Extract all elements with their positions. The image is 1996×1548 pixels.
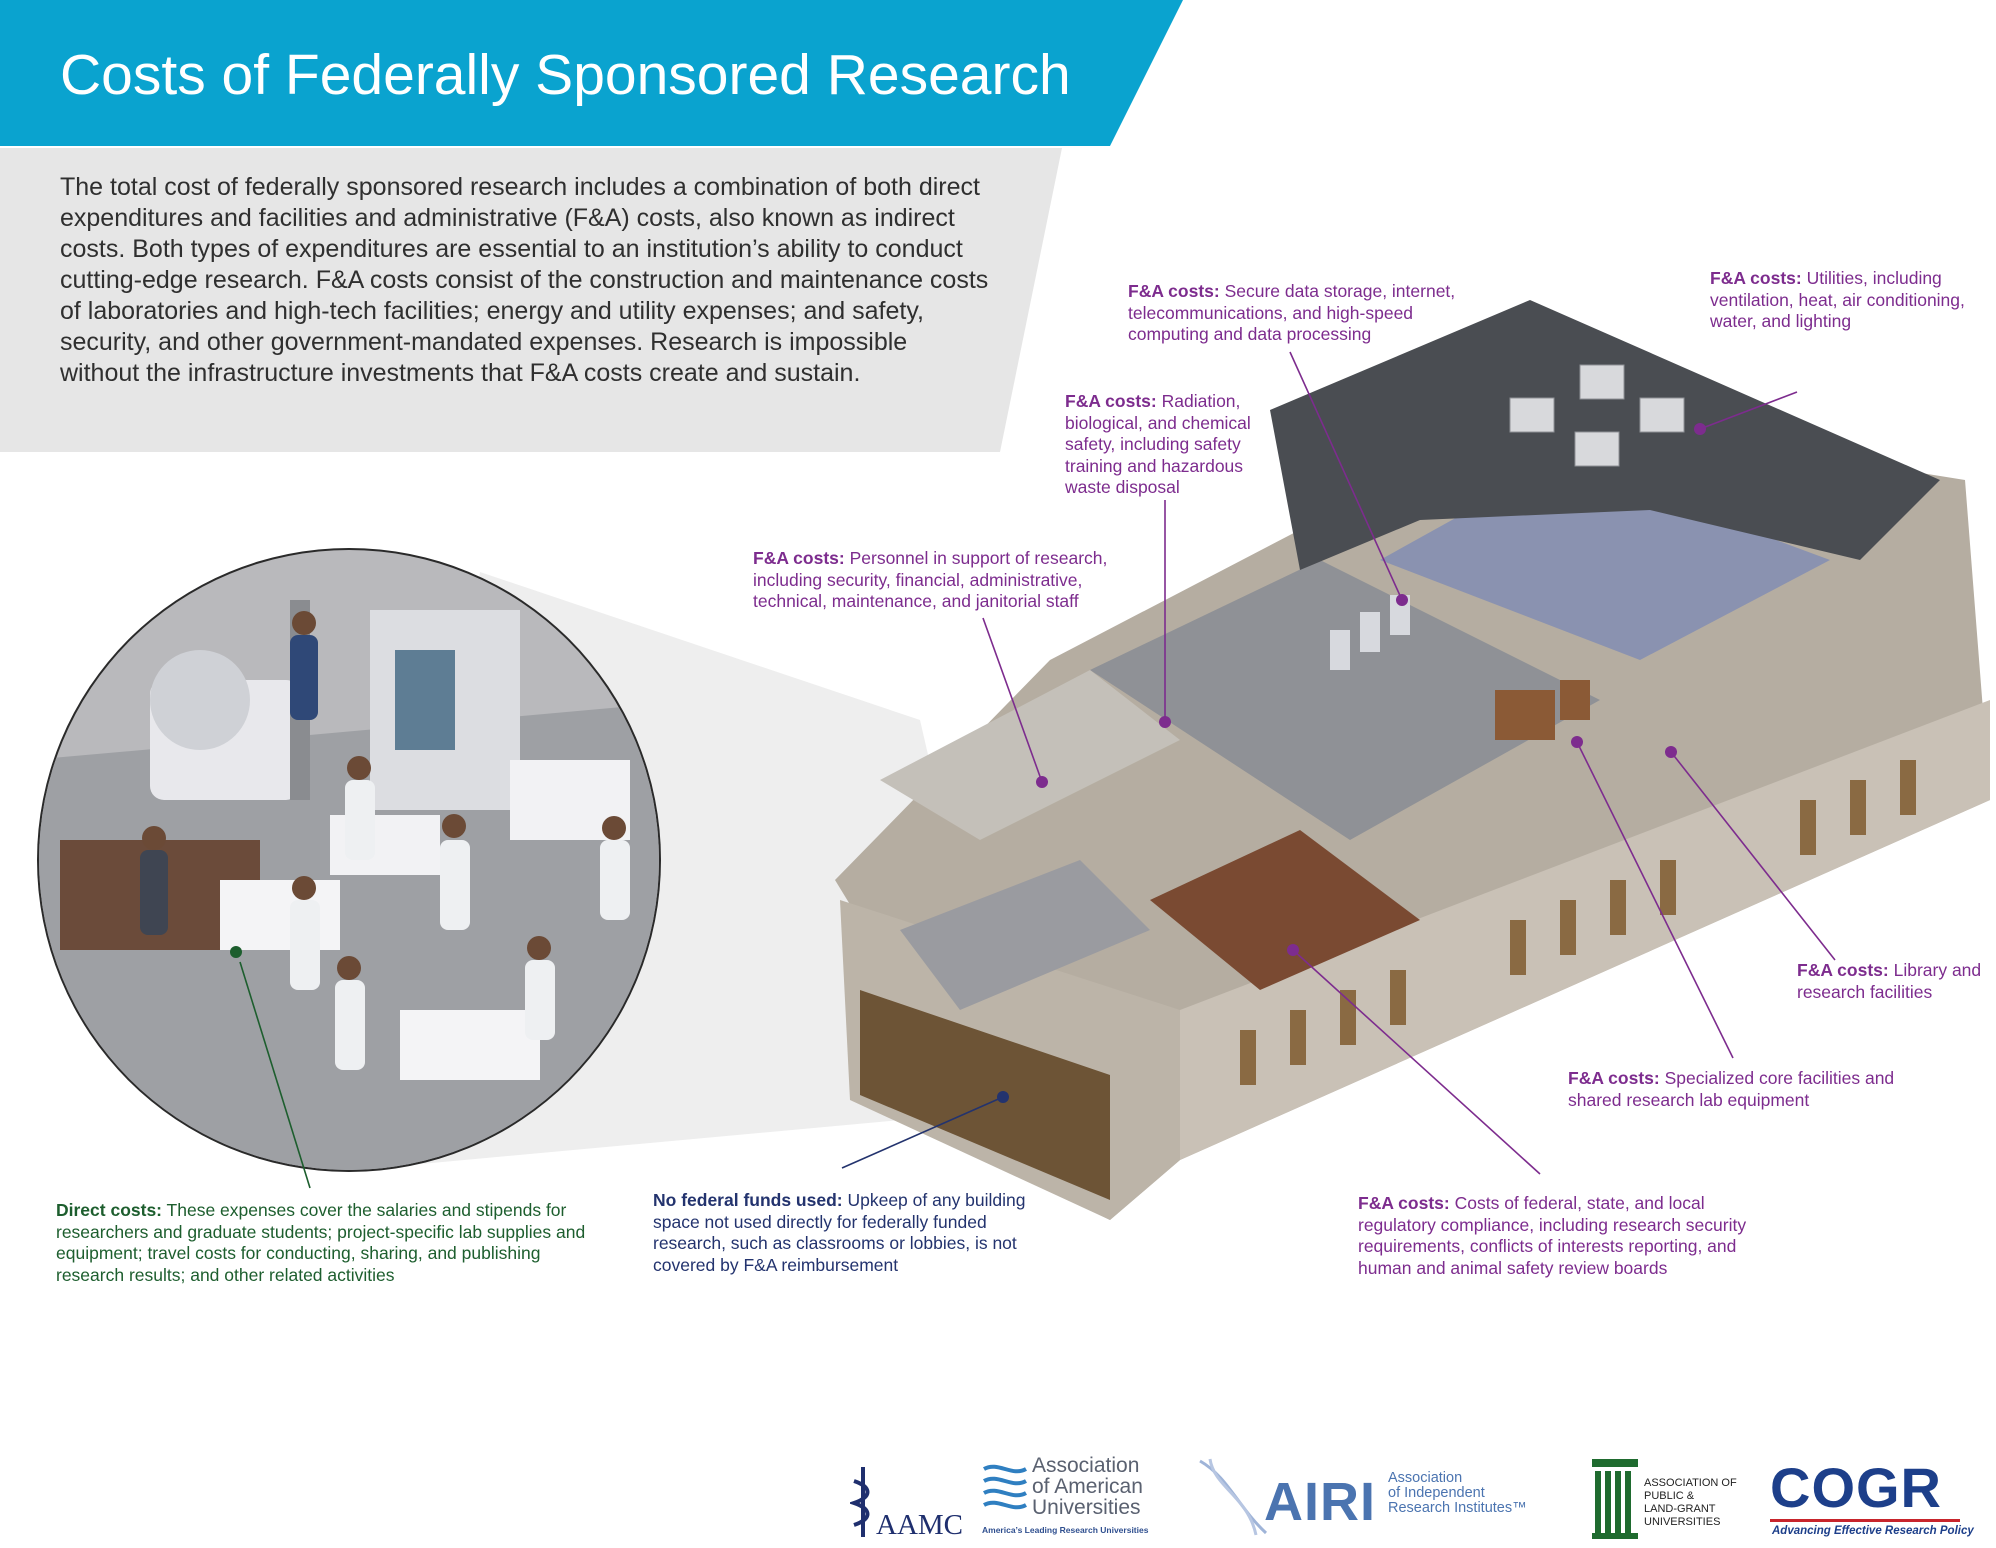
airi-name-line-3: Research Institutes™ <box>1388 1500 1527 1516</box>
aamc-logo: AAMC <box>850 1463 990 1543</box>
annotation-label: Direct costs: <box>56 1200 163 1220</box>
airi-logo: AIRI Association of Independent Research… <box>1198 1457 1548 1543</box>
partner-logos: AAMC Association of American Universitie… <box>830 1455 1980 1545</box>
cogr-tagline: Advancing Effective Research Policy <box>1772 1525 1974 1537</box>
magnifier-cone <box>410 572 1010 1165</box>
annotation-data-storage: F&A costs: Secure data storage, internet… <box>1128 281 1468 346</box>
aplu-logo: Association of Public & Land-grant Unive… <box>1592 1459 1742 1543</box>
annotation-core-facilities: F&A costs: Specialized core facilities a… <box>1568 1068 1913 1111</box>
aplu-name-line-3: Land-grant <box>1644 1503 1716 1515</box>
annotation-compliance: F&A costs: Costs of federal, state, and … <box>1358 1193 1768 1279</box>
dna-helix-icon <box>1199 1458 1268 1536</box>
leader-lines <box>239 351 1836 1189</box>
annotation-label: F&A costs: <box>1065 391 1157 411</box>
aau-name-line-3: Universities <box>1032 1496 1141 1519</box>
title-band-shape <box>0 0 1183 146</box>
annotation-text: Upkeep of any building space not used di… <box>653 1190 1026 1275</box>
annotation-label: F&A costs: <box>1710 268 1802 288</box>
aplu-name-line-4: Universities <box>1644 1516 1721 1528</box>
aau-name-line-1: Association <box>1032 1454 1140 1477</box>
airi-name-line-1: Association <box>1388 1470 1463 1486</box>
columns-icon <box>1592 1459 1638 1539</box>
annotation-text: Secure data storage, internet, telecommu… <box>1128 281 1456 344</box>
annotation-text: Costs of federal, state, and local regul… <box>1358 1193 1747 1278</box>
annotation-direct-costs: Direct costs: These expenses cover the s… <box>56 1200 601 1286</box>
cogr-logo: COGR Advancing Effective Research Policy <box>1770 1456 1974 1543</box>
airi-wordmark: AIRI <box>1264 1472 1376 1532</box>
title-banner <box>0 0 1183 452</box>
aau-logo: Association of American Universities Ame… <box>982 1455 1172 1545</box>
annotation-library: F&A costs: Library and research faciliti… <box>1797 960 1987 1003</box>
caduceus-icon <box>850 1467 870 1537</box>
aplu-name-line-1: Association of <box>1644 1477 1737 1489</box>
airi-name-line-2: of Independent <box>1388 1485 1485 1501</box>
annotation-label: F&A costs: <box>1797 960 1889 980</box>
zoom-circle-lab-scene <box>37 548 661 1172</box>
annotation-utilities: F&A costs: Utilities, including ventilat… <box>1710 268 1995 333</box>
aamc-wordmark: AAMC <box>876 1509 964 1541</box>
annotation-label: No federal funds used: <box>653 1190 843 1210</box>
annotation-no-federal-funds: No federal funds used: Upkeep of any bui… <box>653 1190 1028 1276</box>
annotation-text: Radiation, biological, and chemical safe… <box>1065 391 1251 497</box>
annotation-text: Personnel in support of research, includ… <box>753 548 1108 611</box>
cogr-wordmark: COGR <box>1770 1456 1942 1519</box>
annotation-text: Utilities, including ventilation, heat, … <box>1710 268 1965 331</box>
annotation-label: F&A costs: <box>1128 281 1220 301</box>
aau-name-line-2: of American <box>1032 1475 1143 1498</box>
annotation-text: These expenses cover the salaries and st… <box>56 1200 586 1285</box>
annotation-label: F&A costs: <box>753 548 845 568</box>
aau-tagline: America’s Leading Research Universities <box>982 1525 1149 1535</box>
leader-dots <box>230 423 1706 1103</box>
annotation-label: F&A costs: <box>1358 1193 1450 1213</box>
annotation-text: Specialized core facilities and shared r… <box>1568 1068 1895 1110</box>
cogr-underline <box>1770 1519 1960 1522</box>
aplu-name-line-2: Public & <box>1644 1490 1695 1502</box>
annotation-label: F&A costs: <box>1568 1068 1660 1088</box>
intro-background-band <box>0 148 1062 452</box>
intro-paragraph: The total cost of federally sponsored re… <box>60 173 989 387</box>
aau-wave-icon <box>983 1464 1027 1510</box>
page-title: Costs of Federally Sponsored Research <box>60 43 1071 107</box>
annotation-safety: F&A costs: Radiation, biological, and ch… <box>1065 391 1265 499</box>
annotation-personnel: F&A costs: Personnel in support of resea… <box>753 548 1123 613</box>
annotation-text: Library and research facilities <box>1797 960 1982 1002</box>
